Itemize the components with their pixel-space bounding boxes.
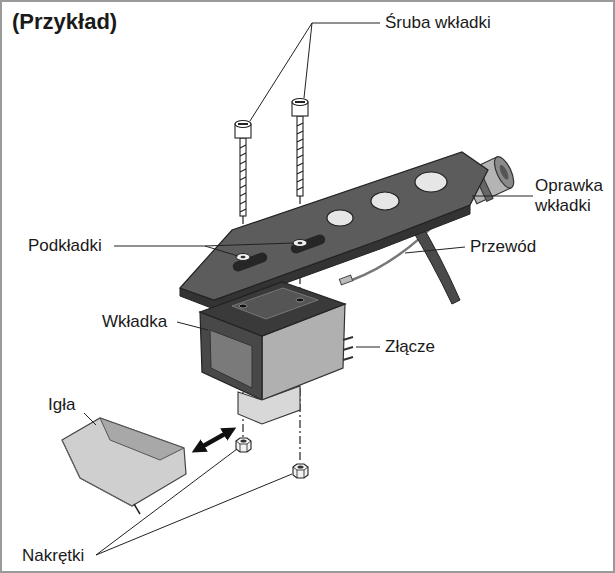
- headshell: [327, 210, 353, 226]
- screw: [292, 99, 308, 106]
- nut: [293, 467, 308, 478]
- part-label: Wkładka: [102, 312, 167, 332]
- leader-line: [405, 247, 465, 253]
- part-label: Igła: [48, 395, 75, 415]
- stylus: [62, 440, 132, 506]
- lead-wire: [339, 275, 352, 285]
- insert-arrow: [198, 431, 230, 449]
- connector-tube: [498, 164, 510, 181]
- nut: [236, 438, 251, 452]
- washer: [298, 242, 303, 244]
- part-label: Śruba wkładki: [385, 13, 491, 33]
- leader-line: [250, 23, 312, 121]
- washer: [293, 240, 307, 247]
- nut: [298, 466, 304, 469]
- part-label: Nakrętki: [22, 546, 84, 566]
- leader-line: [356, 347, 380, 348]
- part-label: Złącze: [385, 337, 435, 357]
- nut: [293, 464, 308, 478]
- cartridge: [296, 298, 304, 302]
- part-label: Przewód: [470, 237, 536, 257]
- nut: [241, 440, 247, 443]
- insert-arrow: [198, 431, 230, 449]
- leader-line: [96, 449, 237, 555]
- headshell: [180, 152, 488, 300]
- cartridge: [239, 304, 247, 308]
- stylus: [62, 418, 186, 514]
- stylus: [62, 418, 186, 506]
- leader-line: [96, 474, 292, 555]
- headshell: [415, 172, 447, 192]
- nut: [293, 464, 308, 478]
- cartridge: [343, 337, 353, 360]
- part-label: Oprawka wkładki: [535, 176, 611, 216]
- nut: [236, 438, 251, 452]
- screw: [297, 116, 303, 196]
- leader-line: [114, 246, 238, 256]
- leader-line: [205, 243, 294, 246]
- screw: [235, 99, 308, 217]
- stylus: [134, 504, 140, 514]
- headshell: [180, 152, 488, 309]
- screw: [240, 145, 246, 212]
- cartridge: [200, 282, 345, 336]
- washer: [236, 240, 307, 261]
- screw: [297, 123, 303, 190]
- connector-tube: [491, 154, 518, 191]
- headshell: [231, 251, 268, 273]
- leader-line: [304, 23, 380, 98]
- screw: [240, 138, 246, 216]
- headshell: [371, 192, 399, 210]
- headshell: [289, 233, 326, 255]
- screw: [295, 101, 305, 103]
- cartridge: [210, 330, 252, 388]
- nut: [236, 438, 308, 478]
- cartridge: [232, 288, 318, 319]
- figure-title: (Przykład): [12, 9, 117, 35]
- cartridge: [238, 386, 300, 424]
- leader-line: [84, 413, 96, 425]
- cartridge: [200, 282, 353, 424]
- washer: [241, 256, 246, 258]
- washer: [236, 254, 250, 261]
- nut: [236, 441, 251, 452]
- screw: [238, 123, 248, 125]
- part-label: Podkładki: [28, 236, 102, 256]
- stylus: [100, 418, 184, 460]
- leader-line: [84, 23, 533, 555]
- leader-line: [177, 322, 208, 330]
- screw: [235, 121, 251, 128]
- leader-line: [472, 196, 533, 197]
